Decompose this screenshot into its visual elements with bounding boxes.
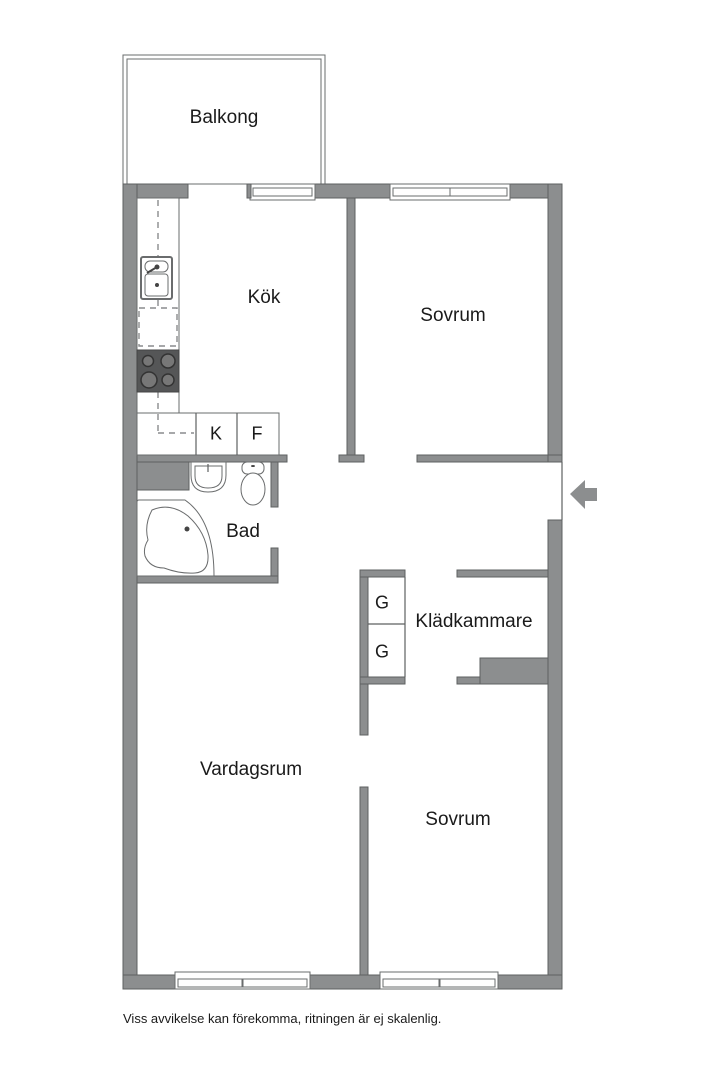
- window-bedroom-2: [379, 971, 499, 990]
- room-label-bedroom-2: Sovrum: [425, 809, 491, 830]
- fridge-label: K: [209, 423, 223, 444]
- room-label-bedroom-1: Sovrum: [420, 305, 486, 326]
- kitchen-counter: [136, 197, 280, 456]
- bathroom-sink-icon: [190, 461, 227, 493]
- room-label-living-room: Vardagsrum: [199, 759, 303, 780]
- toilet-icon: [240, 461, 266, 506]
- wardrobe-2-label: G: [374, 641, 390, 662]
- room-label-bathroom: Bad: [226, 521, 260, 542]
- stove-icon: [136, 349, 180, 393]
- freezer-label: F: [251, 423, 263, 444]
- room-label-balcony: Balkong: [189, 107, 259, 128]
- interior-walls: [136, 197, 563, 976]
- room-label-kitchen: Kök: [247, 287, 281, 308]
- entrance-arrow-icon: [570, 480, 597, 509]
- window-bedroom-1: [389, 183, 511, 201]
- kitchen-sink-icon: [140, 256, 173, 300]
- balcony-railing: [122, 54, 326, 185]
- disclaimer-text: Viss avvikelse kan förekomma, ritningen …: [123, 1011, 442, 1026]
- wardrobe-1-label: G: [374, 592, 390, 613]
- room-label-walk-in-closet: Klädkammare: [415, 611, 533, 632]
- window-living-room: [174, 971, 311, 990]
- bathtub-icon: [136, 499, 215, 577]
- window-kitchen: [246, 183, 316, 201]
- outer-walls: [122, 183, 563, 990]
